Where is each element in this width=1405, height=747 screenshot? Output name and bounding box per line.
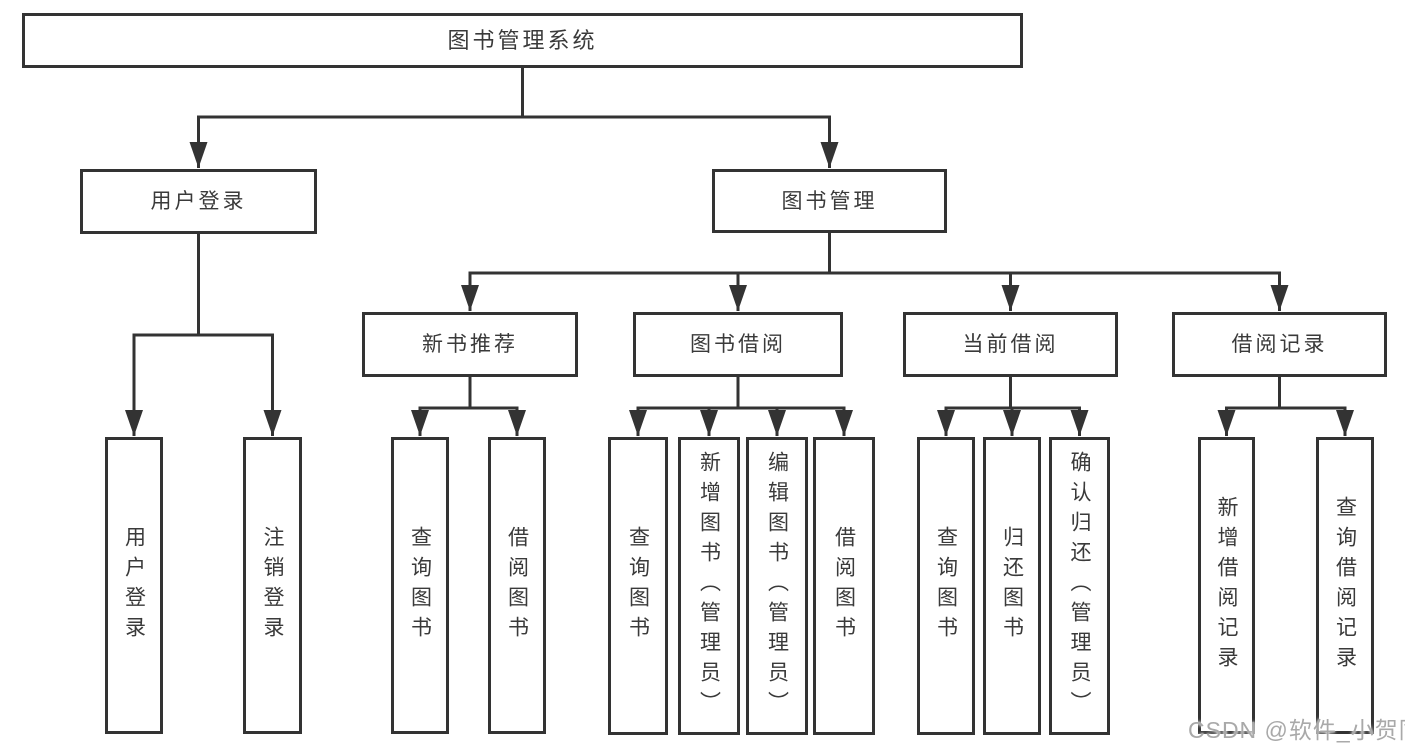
edges-root-to-level2 xyxy=(189,68,839,168)
leaf-user-login: 用户登录 xyxy=(105,437,163,734)
leaf-cb-return-books: 归还图书 xyxy=(983,437,1041,735)
edges-borrow-records-group xyxy=(1217,377,1354,436)
edges-book-borrow-group xyxy=(629,377,853,436)
leaf-bb-add-books-admin: 新增图书（管理员） xyxy=(678,437,740,735)
node-book-management: 图书管理 xyxy=(712,169,947,233)
leaf-nb-borrow-books: 借阅图书 xyxy=(488,437,546,734)
node-new-book-recommend: 新书推荐 xyxy=(362,312,578,377)
leaf-nb-query-books: 查询图书 xyxy=(391,437,449,734)
edges-user-login-group xyxy=(125,234,282,436)
leaf-br-add-record: 新增借阅记录 xyxy=(1198,437,1255,734)
node-user-login: 用户登录 xyxy=(80,169,317,234)
leaf-bb-query-books: 查询图书 xyxy=(608,437,668,735)
leaf-br-query-record: 查询借阅记录 xyxy=(1316,437,1374,734)
leaf-cb-confirm-return-admin: 确认归还（管理员） xyxy=(1049,437,1110,735)
node-current-borrow: 当前借阅 xyxy=(903,312,1118,377)
edges-new-books-group xyxy=(411,377,526,436)
leaf-cb-query-books: 查询图书 xyxy=(917,437,975,735)
node-book-borrow: 图书借阅 xyxy=(633,312,843,377)
edges-book-mgmt-to-level3 xyxy=(461,233,1289,311)
csdn-watermark: CSDN @软件_小贺同学 xyxy=(1188,717,1405,743)
leaf-logout: 注销登录 xyxy=(243,437,302,734)
leaf-bb-edit-books-admin: 编辑图书（管理员） xyxy=(746,437,808,735)
node-root-system: 图书管理系统 xyxy=(22,13,1023,68)
node-borrow-records: 借阅记录 xyxy=(1172,312,1387,377)
leaf-bb-borrow-books: 借阅图书 xyxy=(813,437,875,735)
edges-current-borrow-group xyxy=(937,377,1089,436)
